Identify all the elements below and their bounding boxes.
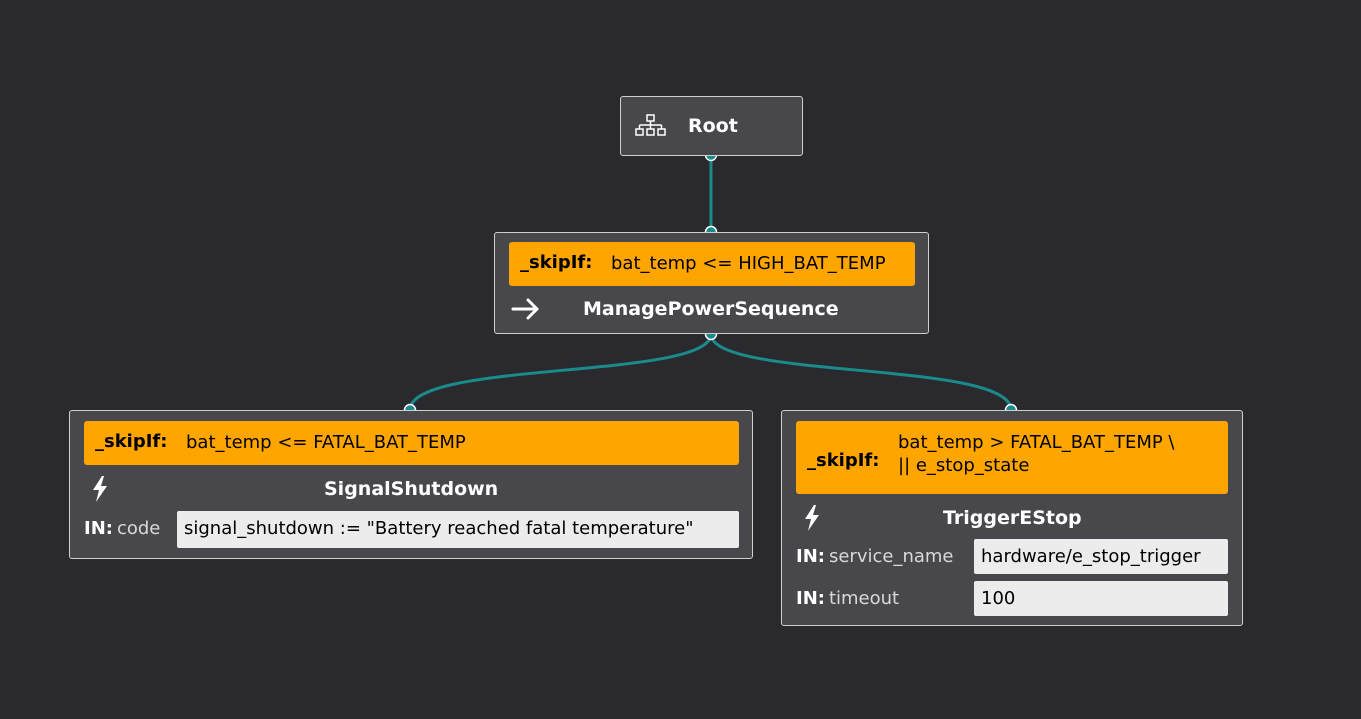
port-direction: IN: [84, 518, 113, 539]
skip-if-expression: bat_temp <= HIGH_BAT_TEMP [611, 253, 886, 274]
signal-shutdown-node[interactable]: _skipIf: bat_temp <= FATAL_BAT_TEMP Sign… [69, 410, 753, 559]
tree-structure-icon [635, 114, 667, 142]
port-direction: IN: [796, 588, 825, 609]
skip-if-label: _skipIf: [95, 431, 168, 452]
input-port-timeout: IN:timeout [796, 588, 899, 609]
skip-if-expression: bat_temp <= FATAL_BAT_TEMP [186, 432, 466, 453]
skip-if-condition[interactable]: _skipIf: bat_temp <= HIGH_BAT_TEMP [509, 242, 915, 286]
manage-power-sequence-title: ManagePowerSequence [583, 298, 839, 320]
skip-if-condition[interactable]: _skipIf: bat_temp <= FATAL_BAT_TEMP [84, 421, 739, 465]
root-node[interactable]: Root [620, 96, 803, 156]
skip-if-condition[interactable]: _skipIf: bat_temp > FATAL_BAT_TEMP \ || … [796, 421, 1228, 494]
edge-manage-to-shutdown [408, 333, 713, 411]
lightning-icon [90, 475, 110, 507]
port-name: code [116, 518, 161, 539]
port-direction: IN: [796, 546, 825, 567]
port-name: service_name [828, 546, 954, 567]
input-port-service-name: IN:service_name [796, 546, 954, 567]
port-name: timeout [828, 588, 900, 609]
edge-manage-to-estop [709, 333, 1013, 411]
skip-if-label: _skipIf: [807, 450, 880, 471]
arrow-right-icon [511, 298, 541, 324]
port-value-field[interactable]: 100 [974, 581, 1228, 616]
manage-power-sequence-node[interactable]: _skipIf: bat_temp <= HIGH_BAT_TEMP Manag… [494, 232, 929, 334]
trigger-estop-title: TriggerEStop [943, 507, 1082, 529]
skip-if-label: _skipIf: [520, 252, 593, 273]
skip-if-expression: bat_temp > FATAL_BAT_TEMP \ || e_stop_st… [898, 432, 1175, 476]
port-value-field[interactable]: hardware/e_stop_trigger [974, 539, 1228, 574]
trigger-estop-node[interactable]: _skipIf: bat_temp > FATAL_BAT_TEMP \ || … [781, 410, 1243, 626]
lightning-icon [802, 504, 822, 536]
root-title: Root [688, 115, 738, 137]
port-value-field[interactable]: signal_shutdown := "Battery reached fata… [177, 511, 739, 548]
input-port-code: IN:code [84, 518, 160, 539]
signal-shutdown-title: SignalShutdown [324, 478, 499, 500]
